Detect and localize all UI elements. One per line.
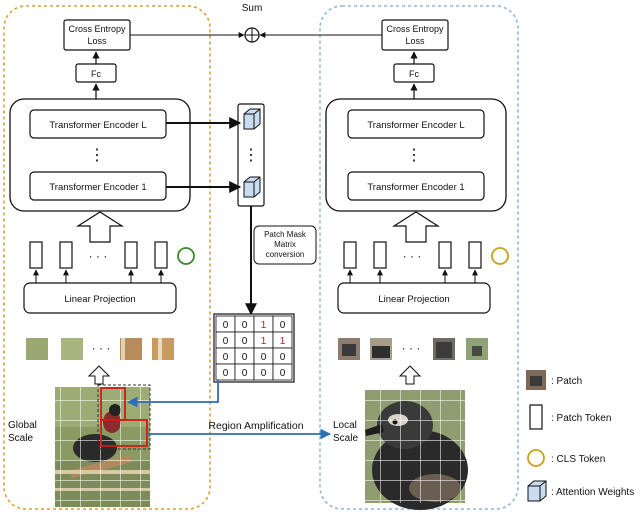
global-patch-row <box>26 338 174 360</box>
attention-cube-top <box>243 108 261 130</box>
global-encoder-top-label: Transformer Encoder L <box>49 120 146 131</box>
global-token-dots: · · · <box>89 249 108 263</box>
mask-cell-value: 1 <box>261 320 267 331</box>
local-scale-label-2: Scale <box>333 433 358 444</box>
global-fc-label: Fc <box>91 69 101 79</box>
patch-mask-label-1: Patch Mask <box>264 230 307 239</box>
mask-cell-value: 0 <box>223 336 229 347</box>
mask-cell-value: 0 <box>280 368 286 379</box>
legend-patch-label: : Patch <box>551 376 582 387</box>
local-patch-row <box>338 338 488 360</box>
local-encoder-top-label: Transformer Encoder L <box>367 120 464 131</box>
mask-cell-value: 0 <box>242 352 248 363</box>
mask-cell-value: 0 <box>261 352 267 363</box>
local-encoder-bottom-box <box>347 171 485 201</box>
local-patch-tokens <box>343 241 482 283</box>
global-attention-region-right <box>100 419 148 447</box>
local-loss-label-2: Loss <box>405 36 425 46</box>
mask-cell-value: 0 <box>280 320 286 331</box>
mask-cell-value: 0 <box>223 368 229 379</box>
local-linear-projection-label: Linear Projection <box>378 294 449 305</box>
global-branch-border <box>3 5 211 510</box>
global-cls-token <box>177 247 195 265</box>
global-scale-label-2: Scale <box>8 433 33 444</box>
legend-attention-weights-label: : Attention Weights <box>551 487 634 498</box>
legend-attention-cube <box>527 480 547 502</box>
global-region-dashed-box <box>97 384 151 450</box>
global-patch-tokens <box>29 241 168 283</box>
mask-to-global-image-arrow <box>126 380 219 408</box>
mask-cell-value: 1 <box>261 336 267 347</box>
local-encoder-dots: ⋮ <box>406 147 422 164</box>
mask-matrix: 0 0 1 0 0 0 1 1 0 0 0 0 0 0 0 0 <box>213 313 295 383</box>
local-token-dots: · · · <box>403 249 422 263</box>
global-hollow-up-arrow <box>75 211 125 243</box>
patch-mask-label-2: Matrix <box>274 240 296 249</box>
attention-cube-bottom <box>243 176 261 198</box>
local-loss-box <box>381 19 449 51</box>
global-loss-label-2: Loss <box>87 36 107 46</box>
legend-cls-token-swatch <box>527 449 545 467</box>
sum-label: Sum <box>242 3 263 14</box>
local-image-to-patch-arrow <box>398 365 422 385</box>
global-linear-projection-label: Linear Projection <box>64 294 135 305</box>
local-loss-label-1: Cross Entropy <box>386 24 444 34</box>
local-encoder-bottom-label: Transformer Encoder 1 <box>367 182 464 193</box>
mask-cell-value: 0 <box>223 320 229 331</box>
region-amplification-label: Region Amplification <box>208 420 303 432</box>
mask-cell-value: 0 <box>242 320 248 331</box>
global-bird-image <box>55 387 150 507</box>
local-cls-token <box>491 247 509 265</box>
global-linear-projection-box <box>23 282 177 314</box>
global-encoder-bottom-label: Transformer Encoder 1 <box>49 182 146 193</box>
local-hollow-up-arrow <box>391 211 441 243</box>
local-bird-image <box>365 390 468 510</box>
local-linear-projection-box <box>337 282 491 314</box>
local-scale-label-1: Local <box>333 420 357 431</box>
mask-cell <box>272 363 293 381</box>
global-patch-dots: · · · <box>92 341 111 355</box>
local-encoder-top-box <box>347 109 485 139</box>
legend: : Patch : Patch Token : CLS Token : Atte… <box>526 370 634 502</box>
mask-cell-value: 0 <box>242 368 248 379</box>
global-encoder-dots: ⋮ <box>89 147 105 164</box>
mask-cell-value: 0 <box>261 368 267 379</box>
mask-cell-value: 0 <box>280 352 286 363</box>
patch-mask-conversion-box <box>253 225 317 265</box>
global-image-to-patch-arrow <box>87 365 111 385</box>
global-scale-label-1: Global <box>8 420 37 431</box>
legend-patch-token-swatch <box>529 404 543 430</box>
mask-cell-value: 1 <box>280 336 286 347</box>
local-fc-label: Fc <box>409 69 419 79</box>
legend-cls-token-label: : CLS Token <box>551 454 605 465</box>
mask-cell-value: 0 <box>223 352 229 363</box>
legend-patch-token-label: : Patch Token <box>551 413 611 424</box>
mask-cell-value: 0 <box>242 336 248 347</box>
local-patch-dots: · · · <box>402 341 421 355</box>
global-loss-label-1: Cross Entropy <box>68 24 126 34</box>
patch-mask-label-3: conversion <box>266 250 305 259</box>
attention-stack-dots: ⋮ <box>243 147 259 164</box>
